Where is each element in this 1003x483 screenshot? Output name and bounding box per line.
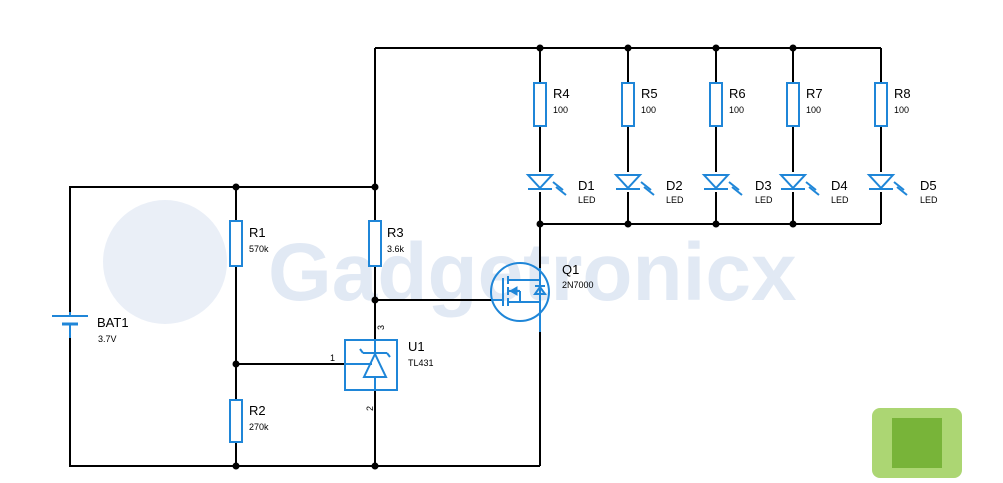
mosfet-q1: Q1 2N7000 <box>490 262 594 332</box>
u1-ref: U1 <box>408 339 425 354</box>
r8-value: 100 <box>894 105 909 115</box>
watermark: Gadgetronicx <box>103 200 797 324</box>
led-d4: D4 LED <box>778 174 849 205</box>
wire-top-left <box>69 186 375 312</box>
resistor-r7: R7 100 <box>786 82 823 127</box>
junction-dot <box>371 183 379 191</box>
junction-dot <box>789 44 797 52</box>
u1-pin-2: 2 <box>365 406 375 411</box>
junction-dot <box>371 462 379 470</box>
junction-dot <box>232 462 240 470</box>
shunt-regulator-u1: 1 2 3 U1 TL431 <box>330 325 434 411</box>
resistor-r4: R4 100 <box>533 82 570 127</box>
junction-dot <box>624 44 632 52</box>
led-d2: D2 LED <box>613 174 684 205</box>
junction-dot <box>232 360 240 368</box>
r4-ref: R4 <box>553 86 570 101</box>
resistor-r1: R1 570k <box>229 220 269 267</box>
resistor-r5: R5 100 <box>621 82 658 127</box>
junction-dot <box>712 220 720 228</box>
junctions <box>232 44 797 470</box>
corner-logo <box>872 408 962 478</box>
q1-ref: Q1 <box>562 262 579 277</box>
r4-value: 100 <box>553 105 568 115</box>
junction-dot <box>232 183 240 191</box>
u1-value: TL431 <box>408 358 434 368</box>
r6-value: 100 <box>729 105 744 115</box>
bat1-ref: BAT1 <box>97 315 129 330</box>
junction-dot <box>371 296 379 304</box>
r1-ref: R1 <box>249 225 266 240</box>
u1-pin-1: 1 <box>330 353 335 363</box>
d5-ref: D5 <box>920 178 937 193</box>
d4-ref: D4 <box>831 178 848 193</box>
wires <box>69 47 882 467</box>
r6-ref: R6 <box>729 86 746 101</box>
d4-value: LED <box>831 195 849 205</box>
junction-dot <box>536 220 544 228</box>
resistor-r3: R3 3.6k <box>368 220 405 267</box>
led-d1: D1 LED <box>525 174 596 205</box>
r8-ref: R8 <box>894 86 911 101</box>
d2-ref: D2 <box>666 178 683 193</box>
d3-value: LED <box>755 195 773 205</box>
r2-ref: R2 <box>249 403 266 418</box>
watermark-logo-circle <box>103 200 227 324</box>
d2-value: LED <box>666 195 684 205</box>
led-d3: D3 LED <box>701 174 773 205</box>
junction-dot <box>712 44 720 52</box>
junction-dot <box>789 220 797 228</box>
bat1-value: 3.7V <box>98 334 117 344</box>
r3-ref: R3 <box>387 225 404 240</box>
r2-value: 270k <box>249 422 269 432</box>
junction-dot <box>624 220 632 228</box>
q1-value: 2N7000 <box>562 280 594 290</box>
battery-bat1: BAT1 3.7V <box>52 312 129 344</box>
led-d5: D5 LED <box>866 174 938 205</box>
watermark-text: Gadgetronicx <box>268 227 797 318</box>
d1-value: LED <box>578 195 596 205</box>
d1-ref: D1 <box>578 178 595 193</box>
resistor-r8: R8 100 <box>874 82 911 127</box>
r5-ref: R5 <box>641 86 658 101</box>
u1-pin-3: 3 <box>376 325 386 330</box>
resistor-r2: R2 270k <box>229 399 269 443</box>
r1-value: 570k <box>249 244 269 254</box>
r7-ref: R7 <box>806 86 823 101</box>
wire-bottom <box>69 338 540 467</box>
junction-dot <box>536 44 544 52</box>
r3-value: 3.6k <box>387 244 405 254</box>
r7-value: 100 <box>806 105 821 115</box>
r5-value: 100 <box>641 105 656 115</box>
d3-ref: D3 <box>755 178 772 193</box>
resistor-r6: R6 100 <box>709 82 746 127</box>
d5-value: LED <box>920 195 938 205</box>
